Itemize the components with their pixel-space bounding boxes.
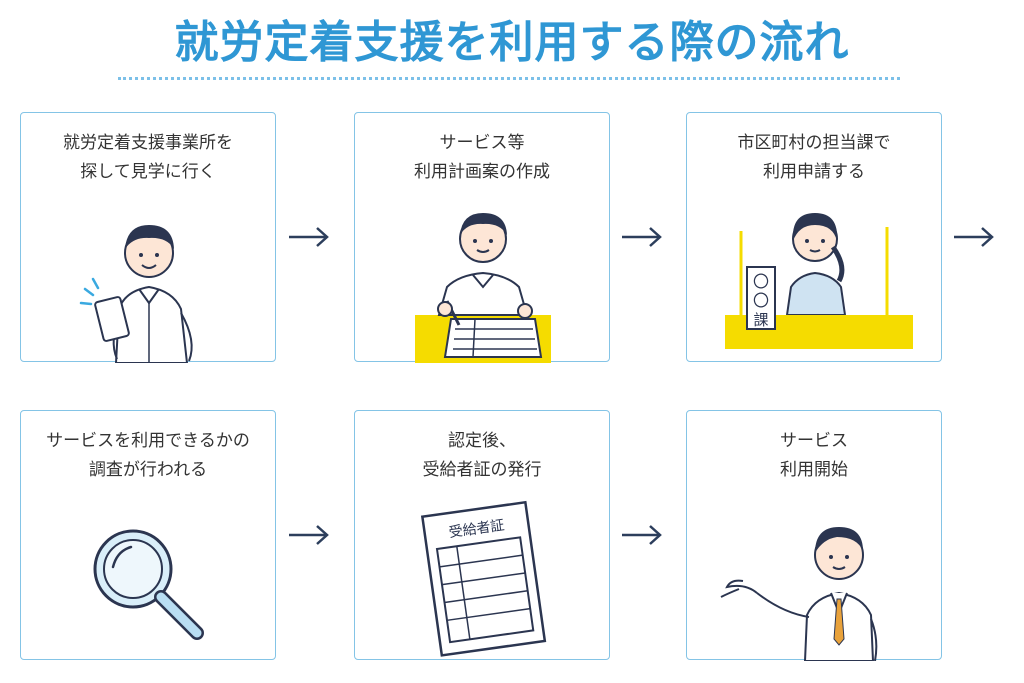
counter-sign-mark-1: 〇 [753, 272, 769, 291]
step-card-1: 就労定着支援事業所を 探して見学に行く [20, 112, 276, 363]
step-card-6: サービス 利用開始 [686, 410, 942, 661]
arrow-right-icon [954, 227, 994, 247]
certificate-document-illustration: 受給者証 [420, 500, 547, 657]
step-3-text: 市区町村の担当課で 利用申請する [693, 129, 935, 187]
step-card-5: 認定後、 受給者証の発行 受給者証 [354, 410, 610, 660]
counter-sign-mark-2: 〇 [753, 291, 769, 310]
step-card-2: サービス等 利用計画案の作成 [354, 112, 610, 363]
staff-guiding-illustration [720, 527, 878, 661]
step-4-line1: サービスを利用できるかの [46, 431, 250, 451]
person-with-phone-illustration [79, 225, 193, 363]
person-writing-plan-illustration [415, 213, 551, 363]
certificate-title: 受給者証 [448, 517, 506, 541]
magnifying-glass-icon [93, 529, 204, 640]
step-5-line2: 受給者証の発行 [422, 460, 542, 480]
step-1-line1: 就労定着支援事業所を [63, 133, 233, 153]
step-card-3: 市区町村の担当課で 利用申請する 〇 〇 課 [686, 112, 942, 362]
step-2-text: サービス等 利用計画案の作成 [361, 129, 603, 187]
step-5-text: 認定後、 受給者証の発行 [361, 427, 603, 485]
step-1-text: 就労定着支援事業所を 探して見学に行く [27, 129, 269, 187]
municipal-counter-illustration: 〇 〇 課 [725, 213, 913, 349]
step-3-line1: 市区町村の担当課で [737, 133, 891, 153]
step-6-line2: 利用開始 [780, 460, 848, 480]
step-4-line2: 調査が行われる [88, 460, 208, 480]
step-card-4: サービスを利用できるかの 調査が行われる [20, 410, 276, 660]
step-3-line2: 利用申請する [763, 162, 865, 182]
counter-sign-label: 課 [753, 311, 768, 329]
arrow-right-icon [289, 227, 329, 247]
step-5-line1: 認定後、 [448, 431, 516, 451]
step-1-line2: 探して見学に行く [80, 162, 216, 182]
arrow-right-icon [622, 227, 662, 247]
arrow-right-icon [622, 525, 662, 545]
step-2-line2: 利用計画案の作成 [414, 162, 550, 182]
title-underline [118, 77, 900, 80]
step-2-line1: サービス等 [439, 133, 525, 153]
page-title: 就労定着支援を利用する際の流れ [174, 17, 850, 68]
step-6-line1: サービス [780, 431, 848, 451]
arrow-right-icon [289, 525, 329, 545]
step-4-text: サービスを利用できるかの 調査が行われる [27, 427, 269, 485]
step-6-text: サービス 利用開始 [693, 427, 935, 485]
